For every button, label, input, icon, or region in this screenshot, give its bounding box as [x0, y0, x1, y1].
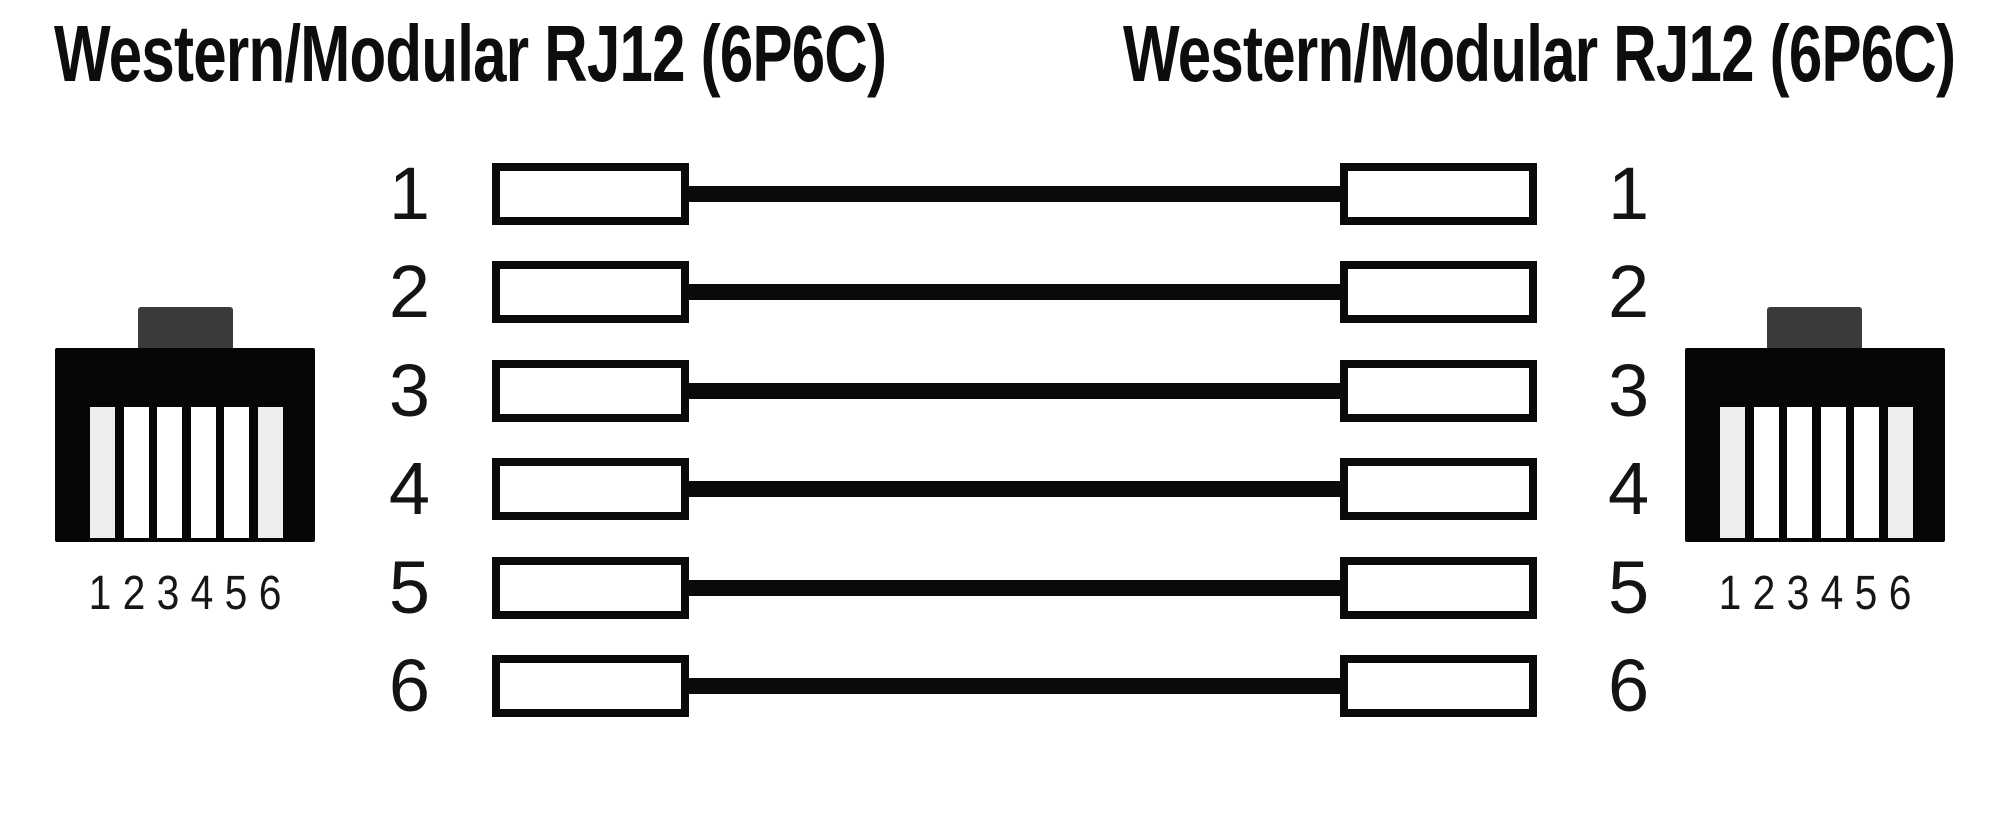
jack-slot [1854, 407, 1879, 538]
pin-number-right: 1 [1608, 152, 1650, 235]
wire [682, 678, 1348, 694]
pin-contact-right [1340, 261, 1537, 323]
jack-slot [1754, 407, 1779, 538]
wire [682, 186, 1348, 202]
pin-contact-left [492, 458, 689, 520]
pin-number-right: 2 [1608, 250, 1650, 333]
right-connector-title: Western/Modular RJ12 (6P6C) [1123, 9, 1956, 98]
pin-number-right: 4 [1608, 447, 1650, 530]
jack-slot [157, 407, 182, 538]
pin-contact-right [1340, 360, 1537, 422]
pin-contact-right [1340, 458, 1537, 520]
pin-contact-left [492, 360, 689, 422]
rj12-jack-icon [55, 348, 315, 542]
jack-pin-numbers: 1 2 3 4 5 6 [1718, 567, 1912, 620]
jack-slot [90, 407, 115, 538]
pin-contact-left [492, 163, 689, 225]
jack-slot [1888, 407, 1913, 538]
pin-number-left: 4 [388, 447, 430, 530]
pin-number-right: 3 [1608, 349, 1650, 432]
jack-slot [1787, 407, 1812, 538]
pin-contact-left [492, 557, 689, 619]
pin-contact-right [1340, 557, 1537, 619]
pin-number-right: 6 [1608, 644, 1650, 727]
rj12-jack-tab-icon [138, 307, 233, 348]
pin-number-left: 1 [388, 152, 430, 235]
jack-pin-numbers: 1 2 3 4 5 6 [88, 567, 282, 620]
pin-number-left: 6 [388, 644, 430, 727]
jack-slot [258, 407, 283, 538]
jack-slot [191, 407, 216, 538]
jack-slot [1821, 407, 1846, 538]
pin-contact-right [1340, 655, 1537, 717]
jack-slot [224, 407, 249, 538]
pin-number-left: 5 [388, 546, 430, 629]
pin-contact-left [492, 655, 689, 717]
jack-slot [124, 407, 149, 538]
pin-contact-left [492, 261, 689, 323]
rj12-jack-icon [1685, 348, 1945, 542]
wire [682, 481, 1348, 497]
pin-number-right: 5 [1608, 546, 1650, 629]
rj12-jack-tab-icon [1767, 307, 1862, 348]
wire [682, 383, 1348, 399]
pin-contact-right [1340, 163, 1537, 225]
left-connector-title: Western/Modular RJ12 (6P6C) [54, 9, 887, 98]
wire [682, 580, 1348, 596]
pin-number-left: 2 [388, 250, 430, 333]
pin-number-left: 3 [388, 349, 430, 432]
wire [682, 284, 1348, 300]
jack-slot [1720, 407, 1745, 538]
